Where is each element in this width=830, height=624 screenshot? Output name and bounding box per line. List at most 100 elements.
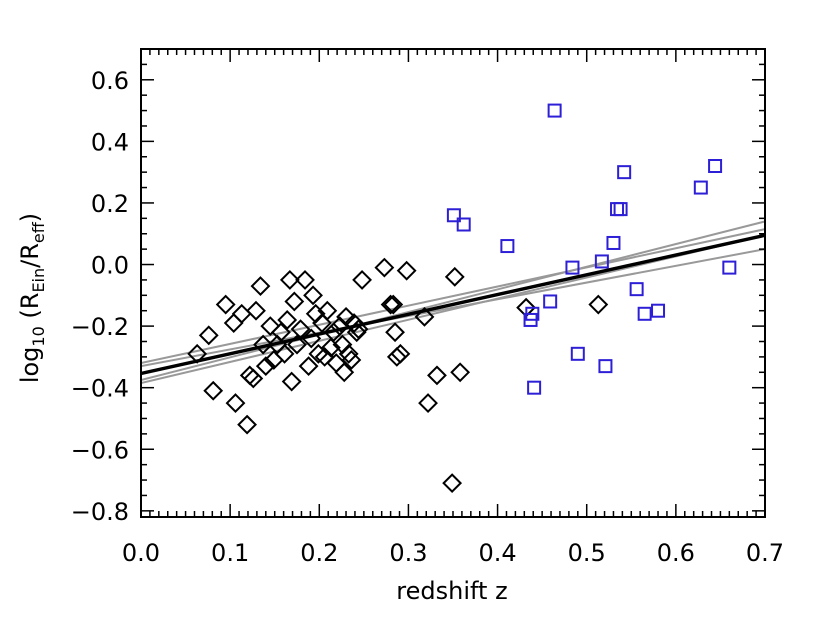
square-point xyxy=(543,294,558,309)
square-point xyxy=(500,239,515,254)
diamond-point xyxy=(390,343,411,364)
diamond-point xyxy=(450,362,471,383)
y-tick-label: −0.6 xyxy=(71,436,129,464)
square-point xyxy=(547,103,562,118)
diamond-point xyxy=(284,291,305,312)
diamond-point xyxy=(203,380,224,401)
diamond-point xyxy=(260,316,281,337)
diamond-point xyxy=(352,270,372,290)
square-point xyxy=(525,306,540,321)
square-point xyxy=(456,217,471,232)
y-tick-label: 0.2 xyxy=(91,190,129,218)
square-point xyxy=(722,260,737,275)
diamond-point xyxy=(237,414,257,435)
square-point xyxy=(570,346,585,361)
diamond-point xyxy=(442,473,463,494)
diamond-point xyxy=(334,362,355,383)
diamond-point xyxy=(187,343,208,364)
square-point xyxy=(651,303,666,318)
diamond-point xyxy=(250,276,271,296)
x-tick-label: 0.7 xyxy=(746,539,784,567)
diamond-point xyxy=(386,346,407,367)
x-tick-label: 0.6 xyxy=(657,539,695,567)
x-tick-label: 0.0 xyxy=(122,539,160,567)
fit-line-sample xyxy=(141,228,765,365)
square-point xyxy=(708,159,723,173)
best-fit-line xyxy=(141,233,765,376)
diamond-point xyxy=(305,303,326,324)
diamond-point xyxy=(338,343,359,364)
diamond-point xyxy=(588,294,609,315)
diamond-point xyxy=(374,257,395,278)
data-points-layer xyxy=(187,103,737,494)
square-point xyxy=(613,202,628,217)
square-point xyxy=(527,380,542,395)
y-tick-label: 0.4 xyxy=(91,128,129,156)
diamond-point xyxy=(427,365,447,386)
diamond-point xyxy=(317,300,338,321)
x-tick-label: 0.2 xyxy=(300,539,338,567)
diamond-point xyxy=(314,346,335,367)
diamond-point xyxy=(231,303,252,324)
diamond-point xyxy=(308,343,329,364)
diamond-point xyxy=(444,266,465,287)
diamond-point xyxy=(277,310,298,330)
x-axis-label: redshift z xyxy=(396,577,507,605)
y-tick-label: −0.4 xyxy=(71,375,129,403)
diamond-point xyxy=(253,334,274,355)
square-point xyxy=(693,180,708,195)
diamond-point xyxy=(385,322,405,343)
diamond-point xyxy=(332,334,353,355)
square-point xyxy=(598,359,613,374)
diamond-point xyxy=(243,368,264,389)
diamond-point xyxy=(383,294,404,315)
diamond-point xyxy=(295,270,315,290)
diamond-point xyxy=(281,371,302,392)
square-point xyxy=(617,165,632,180)
y-tick-label: −0.8 xyxy=(71,498,129,526)
square-point xyxy=(606,235,621,250)
diamond-point xyxy=(320,337,341,358)
diamond-point xyxy=(341,350,362,370)
diamond-point xyxy=(255,356,276,377)
fit-lines-layer xyxy=(141,220,765,385)
diamond-point xyxy=(396,260,417,281)
diamond-point xyxy=(344,313,364,333)
y-axis-label: log10 (REin/Reff) xyxy=(16,213,48,383)
diamond-point xyxy=(414,306,435,327)
diamond-point xyxy=(279,270,300,290)
diamond-point xyxy=(336,306,356,327)
diamond-point xyxy=(274,343,295,364)
fit-line-sample xyxy=(141,248,765,368)
y-tick-label: 0.0 xyxy=(91,252,129,280)
diamond-point xyxy=(215,294,236,315)
diamond-point xyxy=(287,334,307,355)
diamond-point xyxy=(298,356,319,377)
diamond-point xyxy=(418,393,438,413)
diamond-point xyxy=(348,319,369,340)
fit-line-sample xyxy=(141,220,765,381)
x-tick-label: 0.4 xyxy=(478,539,516,567)
diamond-point xyxy=(225,393,246,413)
square-point xyxy=(637,306,652,321)
y-tick-label: 0.6 xyxy=(91,67,129,95)
diamond-point xyxy=(198,325,219,346)
square-point xyxy=(446,208,461,223)
diamond-point xyxy=(271,322,291,343)
diamond-point xyxy=(290,319,311,340)
diamond-point xyxy=(223,313,244,333)
diamond-point xyxy=(323,322,344,343)
diamond-point xyxy=(301,328,322,349)
y-tick-label: −0.2 xyxy=(71,313,129,341)
x-tick-label: 0.5 xyxy=(568,539,606,567)
diamond-point xyxy=(303,285,323,306)
square-point xyxy=(565,260,580,275)
x-tick-label: 0.1 xyxy=(211,539,249,567)
diamond-point xyxy=(239,365,260,386)
square-point xyxy=(594,254,609,269)
diamond-point xyxy=(246,300,266,321)
square-point xyxy=(629,282,644,297)
diamond-point xyxy=(380,294,401,315)
